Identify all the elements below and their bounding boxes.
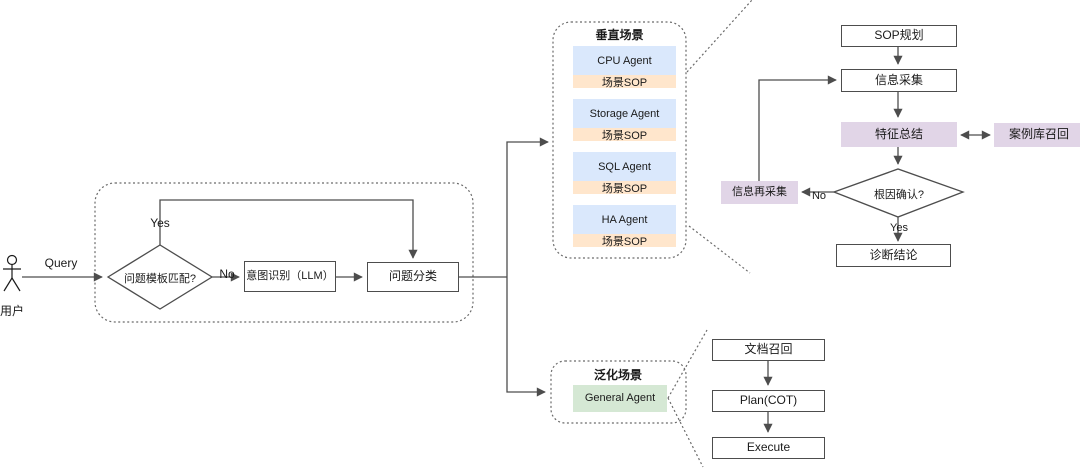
agent-sop-label: 场景SOP	[601, 235, 648, 248]
agent-name-label: CPU Agent	[597, 54, 652, 67]
flow-connectors	[22, 47, 991, 433]
general-agent-box: General Agent	[573, 385, 667, 412]
agent-name-panel: SQL Agent	[573, 152, 676, 181]
intake-group-border	[94, 182, 474, 323]
agent-card-cpu: CPU Agent 场景SOP	[573, 46, 676, 89]
feature-summary-box: 特征总结	[841, 122, 957, 147]
intent-recognition-label: 意图识别（LLM）	[246, 270, 334, 283]
classification-label: 问题分类	[388, 269, 437, 284]
branch-to-general-arrow	[506, 277, 546, 397]
general-agent-label: General Agent	[584, 392, 656, 405]
general-callout-bottom-line	[667, 397, 704, 468]
root-cause-label: 根因确认?	[873, 189, 925, 201]
user-label: 用户	[0, 304, 24, 318]
agent-sop-label: 场景SOP	[601, 129, 648, 142]
agent-name-label: SQL Agent	[598, 160, 651, 173]
root-cause-yes-label: Yes	[890, 222, 908, 234]
agent-sop-panel: 场景SOP	[573, 128, 676, 142]
info-recollect-box: 信息再采集	[721, 181, 798, 204]
case-recall-box: 案例库召回	[994, 123, 1080, 147]
conclusion-label: 诊断结论	[869, 247, 918, 262]
agent-card-storage: Storage Agent 场景SOP	[573, 99, 676, 142]
intent-recognition-box: 意图识别（LLM）	[244, 261, 336, 292]
execute-label: Execute	[746, 440, 791, 455]
agent-card-sql: SQL Agent 场景SOP	[573, 152, 676, 195]
feature-summary-label: 特征总结	[874, 126, 923, 141]
branch-to-vertical-arrow	[506, 137, 549, 277]
plan-cot-label: Plan(COT)	[739, 393, 798, 408]
plan-cot-box: Plan(COT)	[712, 390, 825, 412]
conclusion-box: 诊断结论	[836, 244, 951, 267]
root-cause-diamond	[832, 168, 965, 218]
agent-sop-panel: 场景SOP	[573, 234, 676, 248]
yes-label: Yes	[150, 216, 170, 230]
template-match-label: 问题模板匹配?	[123, 273, 197, 285]
agent-sop-panel: 场景SOP	[573, 75, 676, 89]
info-collect-box: 信息采集	[841, 69, 957, 92]
agent-sop-label: 场景SOP	[601, 76, 648, 89]
agent-sop-label: 场景SOP	[601, 182, 648, 195]
general-callout-top-line	[667, 329, 708, 399]
sop-planning-label: SOP规划	[874, 28, 924, 43]
agent-name-panel: HA Agent	[573, 205, 676, 234]
doc-recall-label: 文档召回	[744, 342, 793, 357]
dashed-group-borders	[94, 0, 753, 468]
user-head	[6, 254, 18, 266]
vertical-callout-bottom-line	[688, 225, 751, 274]
recollect-feedback-arrow	[758, 75, 837, 181]
sop-planning-box: SOP规划	[841, 25, 957, 47]
yes-loop-arrow	[159, 199, 418, 259]
decision-diamonds	[106, 168, 965, 310]
user-figure	[3, 254, 21, 292]
vertical-group-title: 垂直场景	[595, 28, 644, 42]
query-label: Query	[44, 256, 78, 270]
execute-box: Execute	[712, 437, 825, 459]
general-group-border	[550, 360, 687, 424]
agent-name-panel: CPU Agent	[573, 46, 676, 75]
vertical-callout-top-line	[686, 0, 753, 73]
doc-recall-box: 文档召回	[712, 339, 825, 361]
info-recollect-label: 信息再采集	[732, 186, 787, 199]
agent-name-label: Storage Agent	[589, 107, 660, 120]
root-cause-no-label: No	[811, 190, 827, 202]
no-label: No	[219, 267, 235, 281]
case-recall-label: 案例库召回	[1008, 127, 1069, 142]
template-match-diamond	[106, 244, 214, 310]
vertical-group-border	[552, 21, 687, 259]
agent-card-ha: HA Agent 场景SOP	[573, 205, 676, 248]
agent-name-label: HA Agent	[601, 213, 648, 226]
info-collect-label: 信息采集	[874, 72, 923, 87]
classification-box: 问题分类	[367, 262, 459, 292]
agent-sop-panel: 场景SOP	[573, 181, 676, 195]
general-group-title: 泛化场景	[593, 368, 642, 382]
agent-name-panel: Storage Agent	[573, 99, 676, 128]
